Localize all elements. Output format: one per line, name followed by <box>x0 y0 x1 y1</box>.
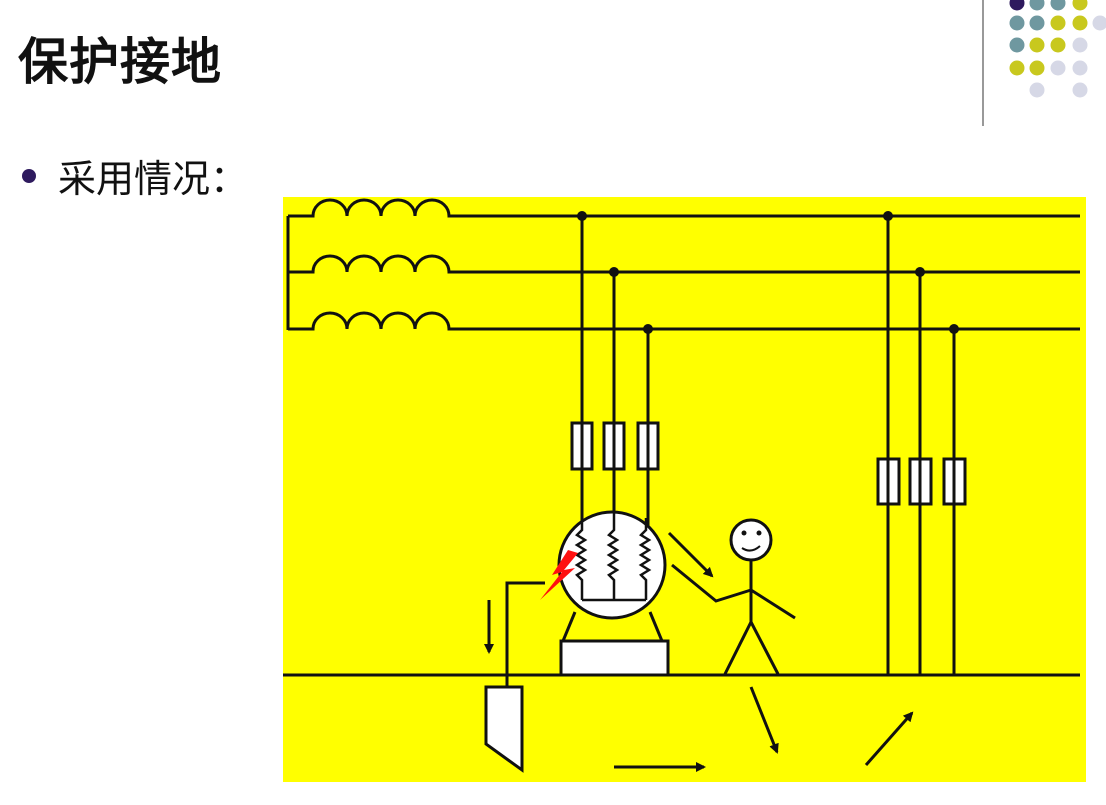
slide-title: 保护接地 <box>18 33 222 91</box>
decorative-dot <box>1009 0 1025 11</box>
decorative-dot <box>1029 15 1045 31</box>
person-icon <box>671 518 796 675</box>
motor-icon <box>557 510 670 677</box>
decorative-dot <box>1029 60 1045 76</box>
bullet-text: 采用情况： <box>58 157 249 201</box>
lightning-fault-icon <box>540 550 578 600</box>
decorative-dot <box>1072 60 1088 76</box>
fuse-inner-lines <box>580 423 956 504</box>
decorative-dot <box>1072 82 1088 98</box>
decorative-dot <box>1050 15 1066 31</box>
decorative-dot <box>1072 0 1088 11</box>
decorative-dot-grid <box>982 0 1106 126</box>
decorative-dot <box>1072 15 1088 31</box>
transformer-coil-icon <box>286 198 1080 331</box>
decorative-dot <box>1029 0 1045 11</box>
decorative-dot <box>1029 82 1045 98</box>
decorative-dot <box>1072 37 1088 53</box>
decorative-dot <box>1050 60 1066 76</box>
bullet-item: 采用情况： <box>22 148 248 203</box>
decorative-dot <box>1050 37 1066 53</box>
junction-dots <box>577 211 959 334</box>
ground-electrode-icon <box>484 685 524 773</box>
decorative-dot <box>1029 37 1045 53</box>
grounding-conductor <box>505 581 545 688</box>
decorative-dot <box>1009 37 1025 53</box>
decorative-dot <box>1092 15 1106 31</box>
current-arrow-icon <box>667 531 714 578</box>
current-arrow-icon <box>749 686 779 754</box>
decorative-dot <box>1050 0 1066 11</box>
bullet-dot-icon <box>22 168 36 183</box>
decorative-dot <box>1009 15 1025 31</box>
current-arrow-icon <box>864 711 914 766</box>
decorative-dot <box>1009 60 1025 76</box>
